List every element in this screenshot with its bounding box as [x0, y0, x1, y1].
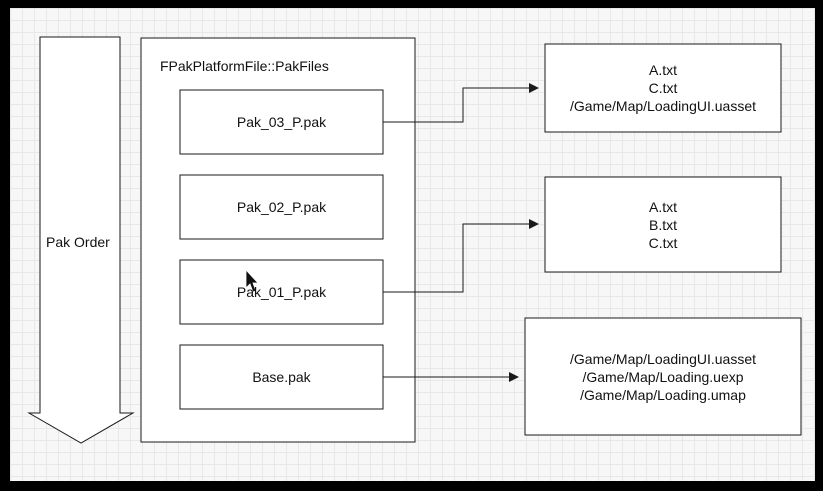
files-box-pak03: [544, 43, 782, 133]
mouse-cursor-icon: [245, 268, 259, 293]
pak-name-pak02: Pak_02_P.pak: [236, 199, 327, 215]
file-entry: /Game/Map/LoadingUI.uasset: [570, 350, 756, 367]
file-entry: C.txt: [648, 234, 678, 251]
pak-box-pak02[interactable]: [179, 174, 384, 240]
pak-order-label: Pak Order: [46, 234, 110, 250]
files-box-pak01: [544, 176, 782, 273]
pak-box-base[interactable]: [179, 344, 384, 410]
pak-name-pak03: Pak_03_P.pak: [236, 114, 327, 130]
pak-name-base: Base.pak: [252, 369, 311, 385]
file-list-base: /Game/Map/LoadingUI.uasset /Game/Map/Loa…: [525, 318, 801, 435]
file-entry: /Game/Map/LoadingUI.uasset: [570, 98, 756, 114]
connector-pak01: [383, 219, 539, 293]
file-entry: A.txt: [648, 198, 677, 215]
connector-pak03: [383, 83, 539, 123]
pak-name-pak01: Pak_01_P.pak: [236, 284, 327, 300]
pak-box-pak01[interactable]: [179, 259, 384, 325]
file-list-pak03: A.txt C.txt /Game/Map/LoadingUI.uasset: [545, 44, 781, 132]
file-entry: /Game/Map/Loading.uexp: [582, 368, 744, 385]
file-list-pak01: A.txt B.txt C.txt: [545, 177, 781, 272]
file-entry: C.txt: [648, 80, 678, 96]
pak-box-pak03[interactable]: [179, 89, 384, 155]
pak-order-arrow: [27, 36, 135, 444]
container-title: FPakPlatformFile::PakFiles: [160, 58, 329, 74]
file-entry: B.txt: [648, 216, 677, 233]
file-entry: A.txt: [648, 62, 677, 78]
files-box-base: [524, 317, 802, 436]
file-entry: /Game/Map/Loading.umap: [580, 386, 746, 403]
